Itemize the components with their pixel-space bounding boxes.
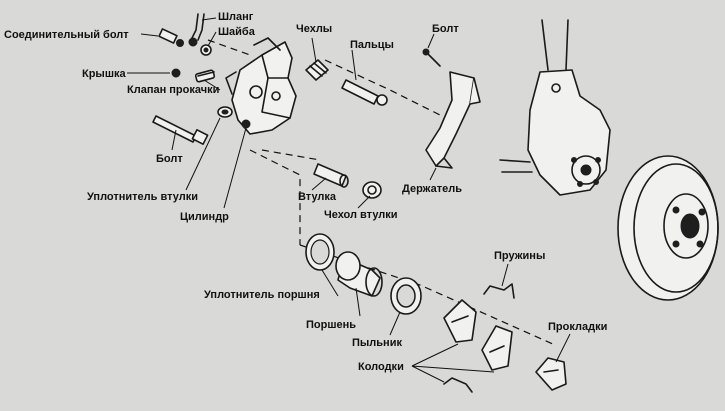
label-boots: Чехлы (296, 23, 332, 35)
bushing-boot-part (362, 181, 382, 199)
cap-part (171, 68, 181, 78)
bushing-part (313, 163, 349, 188)
brake-pad-inner-part (481, 325, 513, 371)
steering-knuckle-part (499, 19, 611, 196)
leader-lines (127, 17, 571, 383)
shim-part (535, 357, 567, 391)
washer-part (200, 44, 212, 56)
label-hose: Шланг (218, 11, 254, 23)
dust-boot-part (390, 277, 422, 315)
label-cylinder: Цилиндр (180, 211, 229, 223)
guide-bolt-part (152, 115, 209, 145)
label-springs: Пружины (494, 250, 545, 262)
label-bushing: Втулка (298, 191, 337, 203)
label-pads: Колодки (358, 361, 404, 373)
label-pins: Пальцы (350, 39, 394, 51)
brake-disc-part (617, 155, 719, 301)
label-bushing-seal: Уплотнитель втулки (87, 191, 198, 203)
label-holder-bolt: Болт (432, 23, 459, 35)
label-guide-bolt: Болт (156, 153, 183, 165)
bleeder-valve-part (194, 69, 216, 83)
brake-pad-outer-part (443, 299, 477, 343)
piston-seal-part (305, 233, 335, 271)
spring-upper-part (483, 283, 515, 299)
label-piston: Поршень (306, 319, 356, 331)
boot-part (305, 59, 329, 81)
caliper-cylinder-part (225, 37, 297, 135)
label-connecting-bolt: Соединительный болт (4, 29, 129, 41)
label-holder: Держатель (402, 183, 462, 195)
part-labels: Соединительный болт Шланг Шайба Чехлы Па… (4, 11, 607, 373)
label-shims: Прокладки (548, 321, 607, 333)
bushing-seal-part (217, 106, 233, 118)
label-bushing-boot: Чехол втулки (324, 209, 398, 221)
label-bleeder-valve: Клапан прокачки (127, 84, 219, 96)
hose-part (188, 13, 205, 47)
connecting-bolt-part (158, 28, 184, 47)
label-cap: Крышка (82, 68, 127, 80)
holder-bolt-part (422, 48, 441, 67)
label-washer: Шайба (218, 26, 256, 38)
piston-part (335, 251, 383, 297)
holder-bracket-part (425, 71, 481, 169)
pin-part (341, 79, 388, 106)
label-dust-boot: Пыльник (352, 337, 402, 349)
label-piston-seal: Уплотнитель поршня (204, 289, 320, 301)
spring-lower-part (443, 377, 473, 393)
